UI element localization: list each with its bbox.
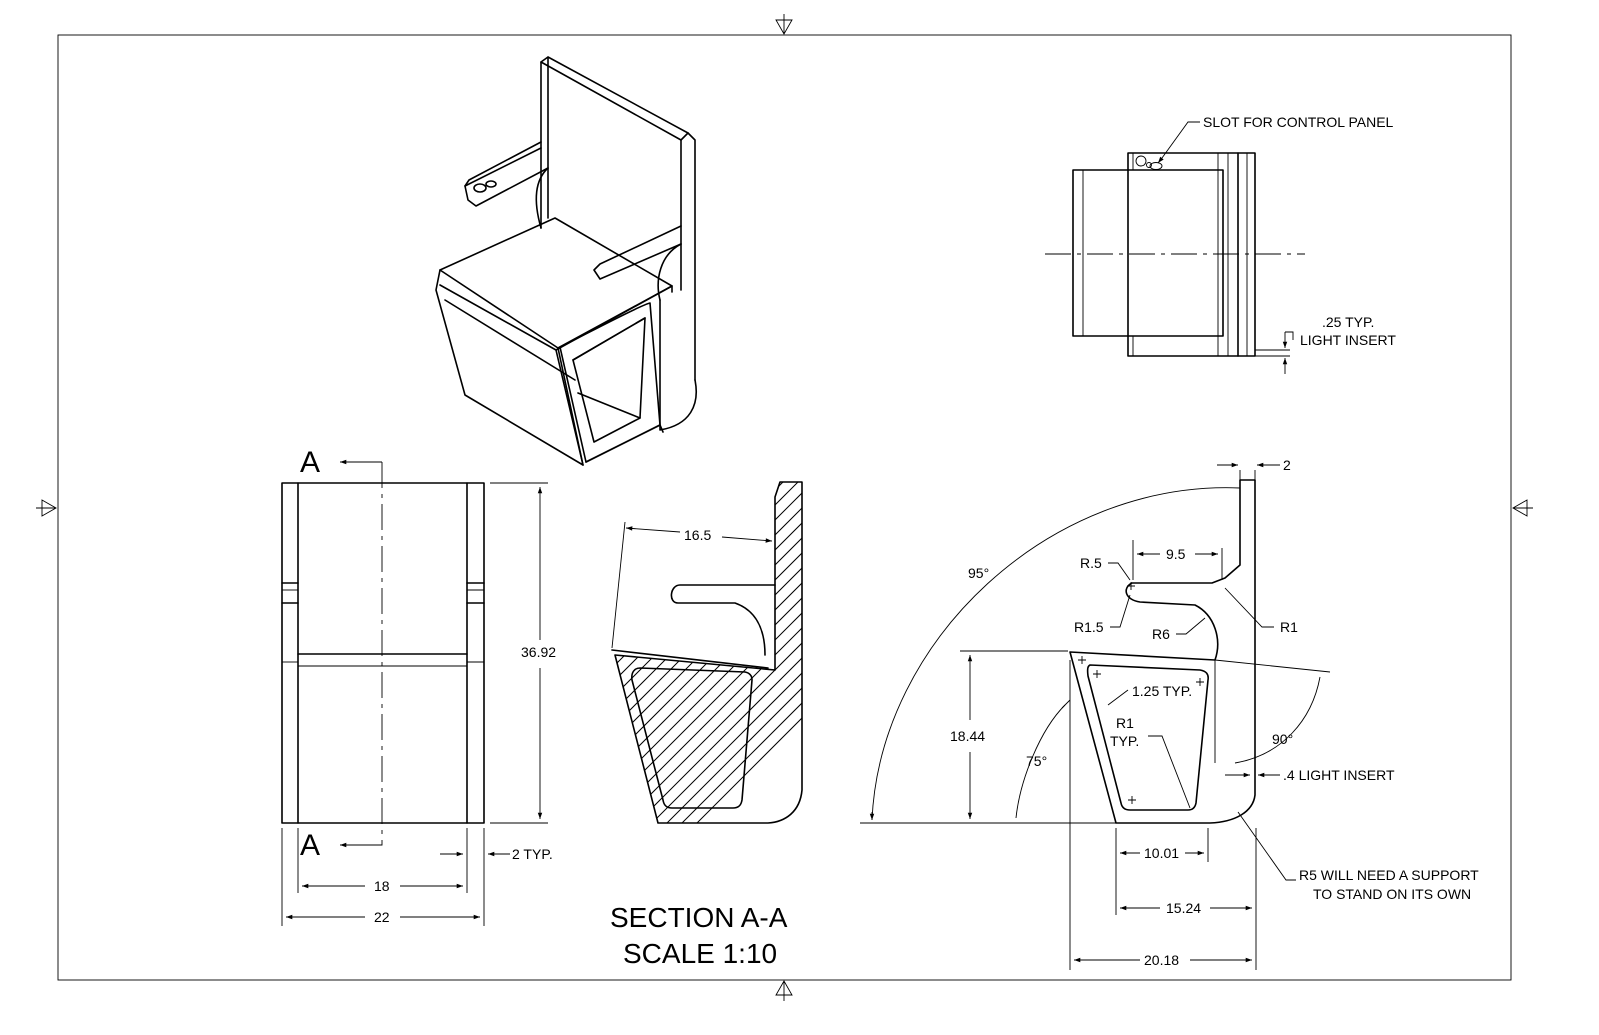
isometric-view (435, 56, 697, 466)
top-light-insert-1: .25 TYP. (1322, 314, 1374, 330)
dim-bottom-20-18: 20.18 (1144, 952, 1179, 968)
front-view (281, 459, 485, 848)
dim-arm-16-5: 16.5 (684, 527, 711, 543)
section-label-top: A (300, 446, 320, 479)
dim-wall-typ: 2 TYP. (512, 846, 553, 862)
centering-marks (36, 14, 1533, 1001)
front-view-dimensions (281, 482, 548, 926)
dim-height-36-92: 36.92 (521, 644, 556, 660)
dim-bottom-15-24: 15.24 (1166, 900, 1201, 916)
dim-fillet-typ: 1.25 TYP. (1132, 683, 1192, 699)
dim-inner-r1: R1 (1116, 715, 1134, 731)
dim-angle-75: 75° (1026, 753, 1047, 769)
support-note-1: R5 WILL NEED A SUPPORT (1299, 867, 1479, 883)
dim-bottom-10-01: 10.01 (1144, 845, 1179, 861)
section-label-bottom: A (300, 829, 320, 862)
dim-arm-9-5: 9.5 (1166, 546, 1186, 562)
dim-inner-width-18: 18 (374, 878, 390, 894)
top-view (1045, 121, 1305, 374)
dim-r1-back: R1 (1280, 619, 1298, 635)
dim-angle-95: 95° (968, 565, 989, 581)
dim-r05: R.5 (1080, 555, 1102, 571)
section-hatch (615, 482, 802, 823)
section-view (611, 481, 803, 824)
slot-note: SLOT FOR CONTROL PANEL (1203, 114, 1394, 130)
dim-light-insert: .4 LIGHT INSERT (1283, 767, 1395, 783)
dim-r6: R6 (1152, 626, 1170, 642)
section-title: SECTION A-A (610, 902, 788, 933)
support-note-2: TO STAND ON ITS OWN (1313, 886, 1471, 902)
dim-inner-r1-typ: TYP. (1110, 733, 1139, 749)
side-profile-view (860, 462, 1331, 970)
sheet-border (57, 34, 1512, 981)
dim-angle-90: 90° (1272, 731, 1293, 747)
section-scale: SCALE 1:10 (623, 938, 777, 969)
top-light-insert-2: LIGHT INSERT (1300, 332, 1396, 348)
dim-outer-width-22: 22 (374, 909, 390, 925)
dim-r1-5: R1.5 (1074, 619, 1104, 635)
dim-back-2: 2 (1283, 457, 1291, 473)
dim-seat-18-44: 18.44 (950, 728, 985, 744)
